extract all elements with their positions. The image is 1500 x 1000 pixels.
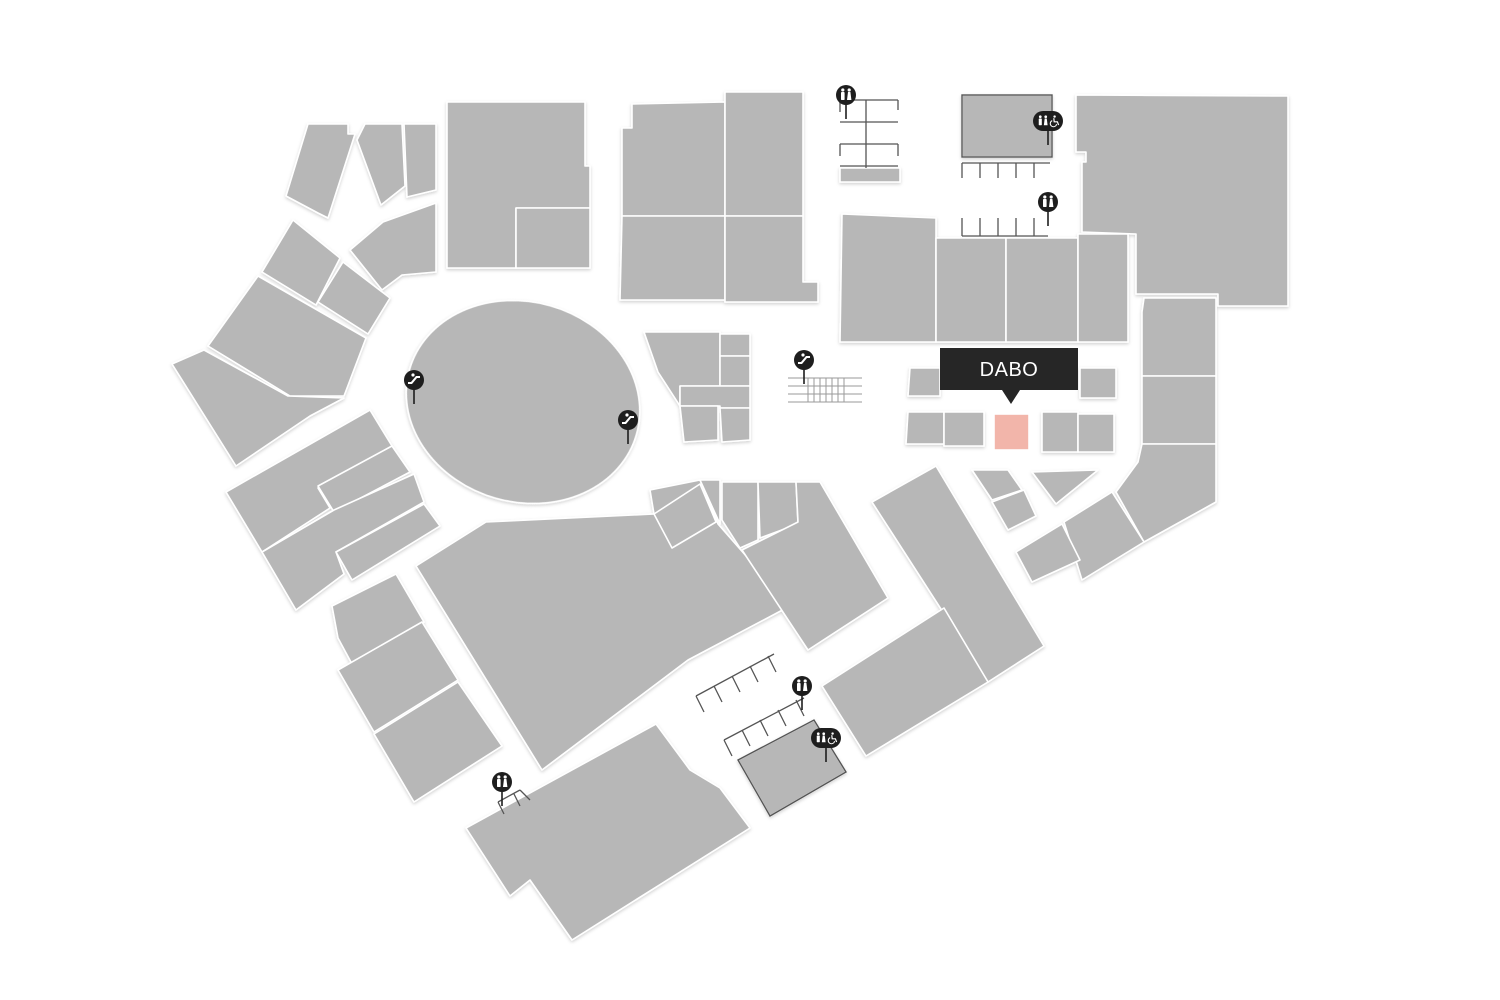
store-unit[interactable] <box>1031 469 1099 505</box>
store-unit[interactable] <box>679 405 719 443</box>
store-unit[interactable] <box>719 333 751 357</box>
store-unit[interactable] <box>337 621 459 733</box>
store-unit[interactable] <box>1015 523 1081 583</box>
store-unit[interactable] <box>699 479 721 525</box>
store-unit[interactable] <box>724 215 819 303</box>
parking-bays <box>497 99 1050 815</box>
store-unit[interactable] <box>1075 94 1289 307</box>
store-unit[interactable] <box>907 367 941 397</box>
store-unit[interactable] <box>619 215 726 301</box>
accessible-restroom-icon[interactable] <box>811 728 841 762</box>
store-unit[interactable] <box>719 407 751 443</box>
restroom-icon[interactable] <box>792 676 812 710</box>
restroom-icon[interactable] <box>1038 192 1058 226</box>
store-unit[interactable] <box>373 681 503 803</box>
accessible-restroom-icon[interactable] <box>1033 111 1063 145</box>
store-unit[interactable] <box>1077 413 1115 453</box>
restroom-icon[interactable] <box>836 85 856 119</box>
store-unit[interactable] <box>943 411 985 447</box>
store-unit[interactable] <box>349 202 437 291</box>
store-unit[interactable] <box>1141 375 1217 445</box>
store-unit[interactable] <box>821 607 989 757</box>
store-unit[interactable] <box>935 237 1007 343</box>
store-unit[interactable] <box>905 411 945 445</box>
store-unit[interactable] <box>1041 411 1079 453</box>
store-unit[interactable] <box>719 355 751 387</box>
restroom-icon[interactable] <box>492 772 512 806</box>
store-unit[interactable] <box>679 385 751 409</box>
store-unit[interactable] <box>1005 237 1079 343</box>
store-unit[interactable] <box>515 207 591 269</box>
store-unit[interactable] <box>1079 367 1117 399</box>
store-unit[interactable] <box>741 481 889 651</box>
central-atrium-store[interactable] <box>382 273 664 530</box>
store-unit[interactable] <box>261 219 341 306</box>
store-unit[interactable] <box>991 489 1037 531</box>
outlined-store-border <box>737 719 847 817</box>
store-unit[interactable] <box>356 123 406 206</box>
escalator-icon[interactable] <box>794 350 814 384</box>
store-unit[interactable] <box>285 123 356 219</box>
store-unit[interactable] <box>839 213 937 343</box>
store-unit[interactable] <box>653 483 717 549</box>
escalator-icon[interactable] <box>404 370 424 404</box>
store-unit[interactable] <box>415 479 791 771</box>
store-unit[interactable] <box>1077 233 1129 343</box>
store-unit[interactable] <box>721 481 759 549</box>
store-unit[interactable] <box>261 473 425 611</box>
store-unit[interactable] <box>171 349 345 467</box>
store-tooltip: DABO <box>940 348 1078 404</box>
tooltip-store-name: DABO <box>980 359 1039 381</box>
store-unit[interactable] <box>317 445 411 513</box>
store-unit[interactable] <box>317 261 391 335</box>
escalator-icon[interactable] <box>618 410 638 444</box>
store-unit[interactable] <box>839 167 901 183</box>
store-unit[interactable] <box>207 275 367 397</box>
stairs <box>788 377 862 403</box>
store-unit[interactable] <box>335 503 441 581</box>
store-unit[interactable] <box>403 123 437 198</box>
store-unit[interactable] <box>621 101 726 217</box>
store-unit[interactable] <box>724 91 804 217</box>
selected-store-dabo[interactable] <box>993 413 1030 451</box>
store-unit[interactable] <box>465 723 751 941</box>
store-unit[interactable] <box>1141 297 1217 377</box>
